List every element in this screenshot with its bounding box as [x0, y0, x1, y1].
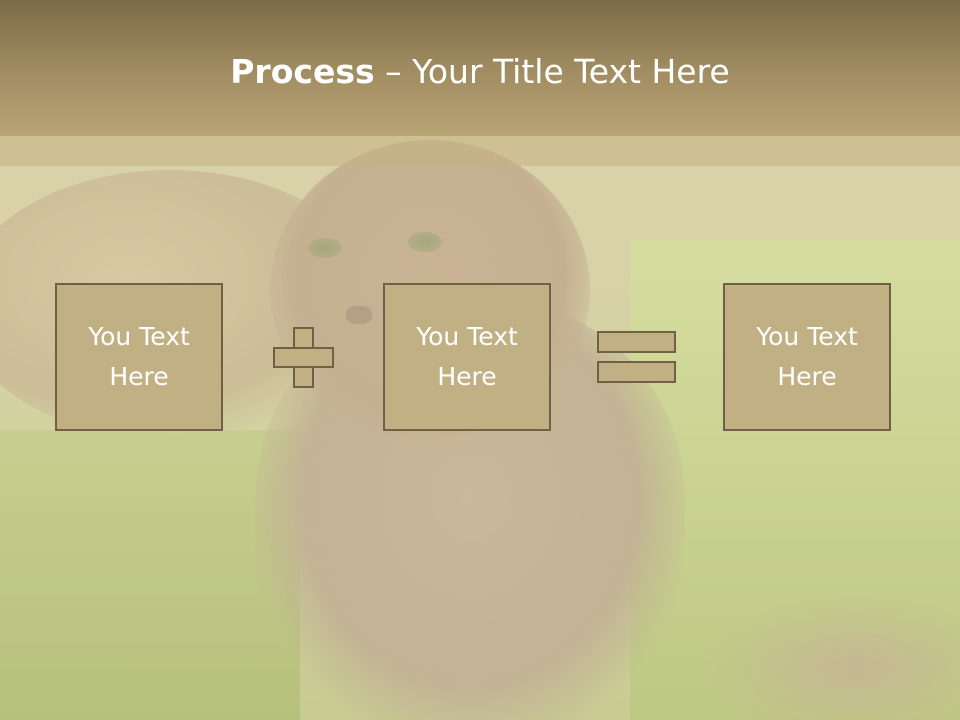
header-strip — [0, 136, 960, 166]
slide-title: Process – Your Title Text Here — [0, 52, 960, 91]
title-bold: Process — [230, 52, 375, 91]
plus-icon — [273, 327, 334, 388]
equals-icon — [597, 331, 676, 383]
title-rest: – Your Title Text Here — [374, 52, 730, 91]
title-bar: Process – Your Title Text Here — [0, 0, 960, 136]
